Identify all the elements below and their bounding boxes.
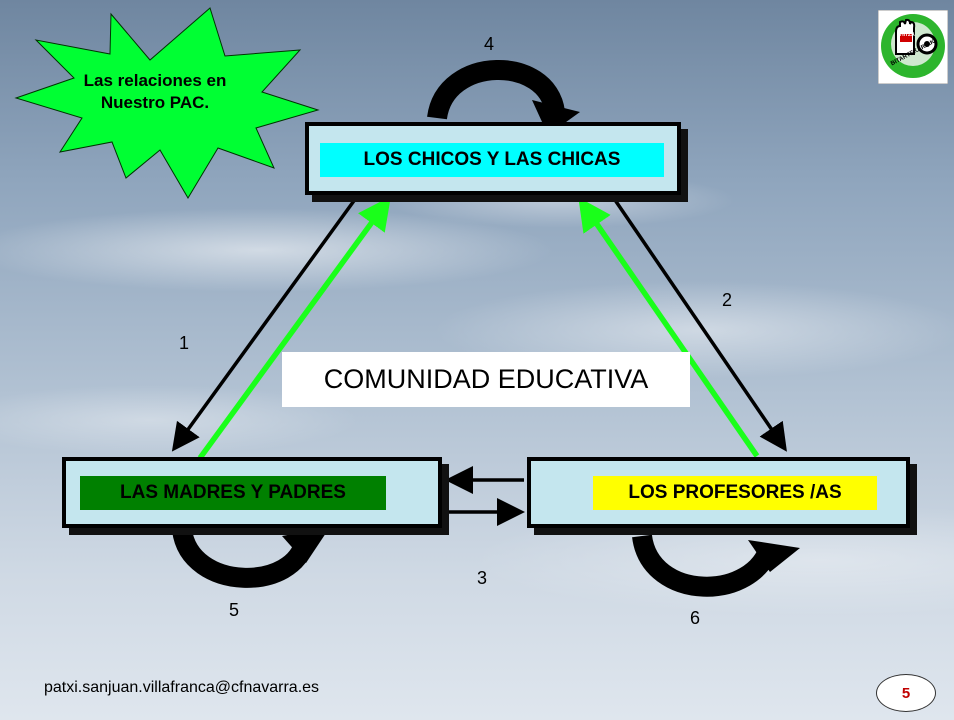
loop-arrow-5-head — [282, 527, 330, 563]
footer-email: patxi.sanjuan.villafranca@cfnavarra.es — [44, 679, 320, 696]
green-arrow-teachers-to-students — [578, 197, 760, 458]
center-label: COMUNIDAD EDUCATIVA — [282, 352, 690, 407]
starburst-title: Las relaciones en Nuestro PAC. — [50, 62, 260, 122]
arrow-students-to-teachers — [613, 199, 787, 452]
logo-badge-text: HITZA — [900, 32, 915, 38]
starburst-line-2: Nuestro PAC. — [100, 93, 210, 112]
page-number: 5 — [901, 684, 911, 702]
page-number-badge: 5 — [876, 674, 936, 712]
loop-arrow-5 — [172, 527, 315, 588]
loop-arrow-6 — [632, 534, 780, 597]
bitartekariak-logo — [878, 10, 948, 84]
relation-number-3: 3 — [477, 568, 488, 588]
relation-number-1: 1 — [179, 333, 190, 353]
loop-arrow-6-head — [748, 540, 800, 572]
relation-number-2: 2 — [722, 290, 733, 310]
teachers-label: LOS PROFESORES /AS — [593, 476, 877, 510]
arrow-students-to-parents — [171, 196, 358, 452]
relation-number-4: 4 — [484, 34, 495, 54]
green-arrow-parents-to-students — [197, 196, 391, 460]
relation-number-5: 5 — [229, 600, 240, 620]
relation-number-6: 6 — [690, 608, 701, 628]
students-label: LOS CHICOS Y LAS CHICAS — [320, 143, 664, 177]
starburst-line-1: Las relaciones en — [83, 71, 227, 90]
starburst-shape — [14, 7, 320, 199]
loop-arrow-4 — [427, 60, 565, 121]
parents-label: LAS MADRES Y PADRES — [80, 476, 386, 510]
